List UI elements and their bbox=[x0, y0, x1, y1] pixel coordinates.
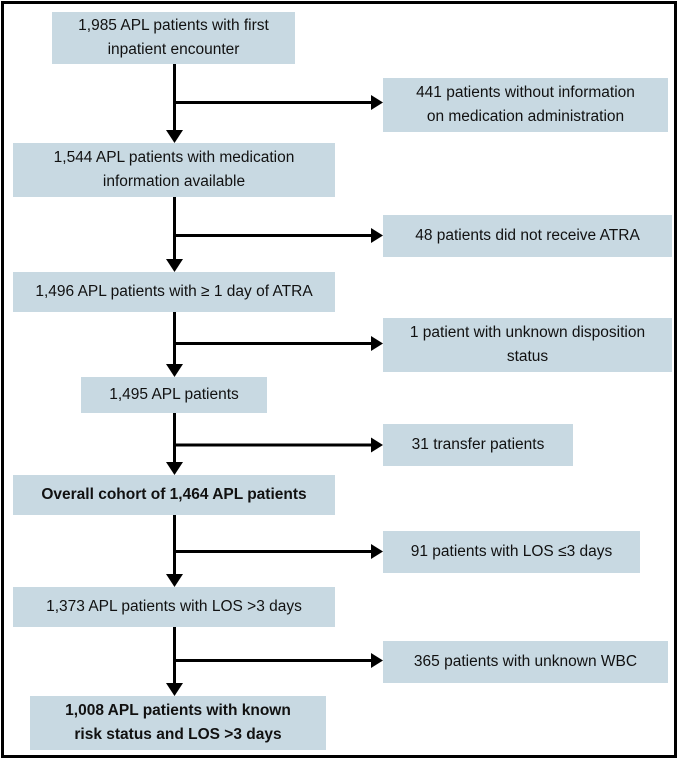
exclusion-box-label: 48 patients did not receive ATRA bbox=[415, 227, 640, 244]
flow-box-1495-apl-patients: 1,495 APL patients bbox=[81, 377, 267, 413]
exclusion-box-los-3-days-or-less: 91 patients with LOS ≤3 days bbox=[383, 531, 640, 573]
exclusion-box-label: 1 patient with unknown disposition statu… bbox=[409, 324, 646, 365]
exclusion-box-no-atra: 48 patients did not receive ATRA bbox=[383, 215, 672, 257]
exclusion-box-no-medication-info: 441 patients without information on medi… bbox=[383, 78, 668, 132]
flow-box-medication-info-available: 1,544 APL patients with medication infor… bbox=[13, 143, 335, 197]
exclusion-box-label: 441 patients without information on medi… bbox=[416, 84, 635, 125]
connector-3 bbox=[166, 312, 383, 377]
exclusion-box-unknown-disposition: 1 patient with unknown disposition statu… bbox=[383, 318, 672, 372]
connector-1 bbox=[166, 64, 383, 143]
flow-box-overall-cohort: Overall cohort of 1,464 APL patients bbox=[13, 475, 335, 515]
exclusion-box-label: 365 patients with unknown WBC bbox=[413, 653, 638, 670]
connector-5 bbox=[166, 515, 383, 587]
exclusion-box-unknown-wbc: 365 patients with unknown WBC bbox=[383, 641, 668, 683]
flow-box-label: Overall cohort of 1,464 APL patients bbox=[41, 486, 307, 503]
flow-box-known-risk-status: 1,008 APL patients with known risk statu… bbox=[30, 696, 326, 750]
flow-box-label: 1,985 APL patients with first inpatient … bbox=[78, 17, 269, 58]
exclusion-box-label: 31 transfer patients bbox=[411, 436, 545, 453]
flow-box-label: 1,373 APL patients with LOS >3 days bbox=[46, 598, 302, 615]
flow-box-label: 1,496 APL patients with ≥ 1 day of ATRA bbox=[35, 283, 313, 300]
connector-2 bbox=[166, 197, 383, 272]
exclusion-box-label: 91 patients with LOS ≤3 days bbox=[410, 543, 613, 560]
flow-box-label: 1,544 APL patients with medication infor… bbox=[53, 149, 295, 190]
flow-box-los-over-3-days: 1,373 APL patients with LOS >3 days bbox=[13, 587, 335, 627]
connector-4 bbox=[166, 413, 383, 475]
flow-box-first-inpatient-encounter: 1,985 APL patients with first inpatient … bbox=[52, 12, 295, 64]
flow-box-label: 1,008 APL patients with known risk statu… bbox=[65, 702, 291, 743]
flow-box-label: 1,495 APL patients bbox=[109, 386, 239, 403]
exclusion-box-transfer-patients: 31 transfer patients bbox=[383, 424, 573, 466]
flow-box-atra-1-day: 1,496 APL patients with ≥ 1 day of ATRA bbox=[13, 272, 335, 312]
connector-6 bbox=[166, 627, 383, 696]
